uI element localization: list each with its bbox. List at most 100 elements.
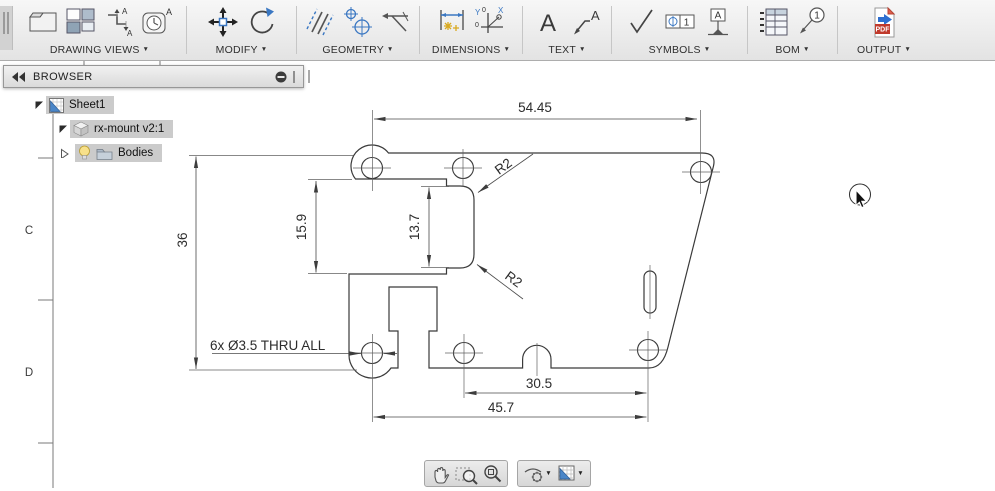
surface-finish-button[interactable] bbox=[624, 4, 660, 40]
part-outline bbox=[348, 144, 715, 379]
detail-view-button[interactable]: A bbox=[139, 4, 175, 40]
pan-button[interactable] bbox=[427, 463, 453, 485]
zoom-button[interactable] bbox=[479, 463, 505, 485]
svg-text:1: 1 bbox=[814, 11, 820, 22]
svg-text:Y: Y bbox=[475, 8, 481, 17]
feature-control-frame-icon: 1 bbox=[665, 14, 694, 29]
toolbar-group-text: A A TEXT▼ bbox=[523, 0, 611, 60]
chevron-down-icon: ▼ bbox=[703, 45, 711, 53]
minimize-panel-icon[interactable] bbox=[275, 71, 287, 83]
ordinate-dimension-icon: Y 0 X 0 bbox=[475, 6, 504, 33]
bom-menu[interactable]: BOM▼ bbox=[775, 44, 810, 56]
drawing-views-menu[interactable]: DRAWING VIEWS▼ bbox=[49, 44, 150, 56]
datum-identifier-button[interactable]: A bbox=[700, 4, 736, 40]
zoom-window-button[interactable] bbox=[453, 463, 479, 485]
navigation-bar: ▼ ▼ bbox=[424, 460, 591, 487]
toolbar-group-output: PDF OUTPUT▼ bbox=[838, 0, 930, 60]
grid-layout-icon bbox=[558, 465, 575, 481]
parallel-geometry-button[interactable] bbox=[302, 4, 338, 40]
browser-header: BROWSER bbox=[3, 65, 304, 88]
center-mark-icon bbox=[344, 7, 372, 37]
svg-text:A: A bbox=[122, 7, 128, 16]
center-mark-button[interactable] bbox=[340, 4, 376, 40]
chevron-down-icon: ▼ bbox=[545, 470, 552, 477]
dim-overall-width[interactable]: 54.45 bbox=[518, 100, 552, 115]
toolbar-group-geometry: GEOMETRY▼ bbox=[297, 0, 419, 60]
base-view-icon bbox=[28, 12, 56, 32]
move-button[interactable] bbox=[205, 4, 241, 40]
dim-hole-spacing-right[interactable]: 30.5 bbox=[526, 376, 552, 391]
collapse-panel-icon[interactable] bbox=[12, 71, 25, 82]
sheet-icon bbox=[49, 97, 64, 113]
balloon-button[interactable]: 1 bbox=[794, 4, 830, 40]
cursor-arrow-icon bbox=[855, 188, 868, 209]
symbols-menu[interactable]: SYMBOLS▼ bbox=[648, 44, 711, 56]
parts-list-icon bbox=[759, 8, 787, 36]
dimension-icon bbox=[440, 10, 464, 31]
expand-arrow-icon[interactable] bbox=[58, 124, 68, 134]
chevron-down-icon: ▼ bbox=[904, 45, 911, 53]
hole-note[interactable]: 6x Ø3.5 THRU ALL bbox=[210, 338, 326, 353]
display-settings-button[interactable]: ▼ bbox=[520, 463, 554, 485]
top-toolbar: A A A DRAWING VIEWS▼ bbox=[0, 0, 995, 61]
visibility-bulb-icon[interactable] bbox=[78, 145, 91, 161]
chevron-down-icon: ▼ bbox=[386, 45, 394, 53]
rotate-button[interactable] bbox=[243, 4, 279, 40]
chevron-down-icon: ▼ bbox=[579, 45, 586, 53]
chevron-down-icon: ▼ bbox=[142, 45, 150, 53]
tree-row-bodies[interactable]: Bodies bbox=[59, 144, 163, 162]
output-pdf-button[interactable]: PDF bbox=[866, 4, 902, 40]
leader-text-icon: A bbox=[574, 8, 600, 35]
dimension-button[interactable] bbox=[434, 4, 470, 40]
svg-text:A: A bbox=[714, 11, 721, 22]
center-marks bbox=[189, 110, 720, 422]
display-settings-icon bbox=[524, 467, 543, 482]
collapsed-arrow-icon[interactable] bbox=[59, 148, 69, 158]
toolbar-group-bom: 1 BOM▼ bbox=[748, 0, 837, 60]
chevron-down-icon: ▼ bbox=[577, 470, 584, 477]
expand-arrow-icon[interactable] bbox=[34, 100, 44, 110]
dimensions-menu[interactable]: DIMENSIONS▼ bbox=[431, 44, 511, 56]
svg-text:A: A bbox=[166, 7, 172, 17]
section-view-button[interactable]: A A bbox=[101, 4, 137, 40]
dimension-lines[interactable] bbox=[193, 116, 697, 420]
move-icon bbox=[207, 7, 238, 37]
folder-icon bbox=[96, 149, 113, 160]
feature-control-frame-button[interactable]: 1 bbox=[662, 4, 698, 40]
toolbar-group-modify: MODIFY▼ bbox=[187, 0, 296, 60]
grid-layout-button[interactable]: ▼ bbox=[554, 463, 588, 485]
sheet-border bbox=[38, 60, 161, 488]
tree-row-component[interactable]: rx-mount v2:1 bbox=[58, 120, 174, 138]
dim-hole-spacing-full[interactable]: 45.7 bbox=[488, 400, 514, 415]
browser-title: BROWSER bbox=[33, 70, 93, 83]
parts-list-button[interactable] bbox=[756, 4, 792, 40]
section-view-icon: A A bbox=[107, 7, 133, 38]
holes bbox=[360, 156, 713, 365]
datum-identifier-icon: A bbox=[707, 8, 728, 36]
dim-fillet-bottom[interactable]: R2 bbox=[502, 268, 525, 290]
panel-grip-icon[interactable] bbox=[293, 70, 295, 83]
dim-notch-opening[interactable]: 15.9 bbox=[294, 214, 309, 240]
edge-extension-button[interactable] bbox=[378, 4, 414, 40]
projected-view-button[interactable] bbox=[63, 4, 99, 40]
pan-hand-icon bbox=[434, 466, 450, 484]
geometry-menu[interactable]: GEOMETRY▼ bbox=[322, 44, 394, 56]
svg-text:0: 0 bbox=[482, 7, 486, 14]
text-icon: A bbox=[540, 10, 556, 37]
base-view-button[interactable] bbox=[25, 4, 61, 40]
panel-edge-grip[interactable] bbox=[308, 70, 310, 83]
dim-overall-height[interactable]: 36 bbox=[175, 232, 190, 247]
dim-fillet-top[interactable]: R2 bbox=[492, 155, 515, 177]
ordinate-dimension-button[interactable]: Y 0 X 0 bbox=[472, 4, 508, 40]
toolbar-grip[interactable] bbox=[0, 6, 13, 50]
output-menu[interactable]: OUTPUT▼ bbox=[856, 44, 911, 56]
text-button[interactable]: A bbox=[530, 4, 566, 40]
text-menu[interactable]: TEXT▼ bbox=[548, 44, 586, 56]
surface-finish-icon bbox=[629, 9, 653, 34]
tree-row-sheet1[interactable]: Sheet1 bbox=[34, 96, 115, 114]
leader-text-button[interactable]: A bbox=[568, 4, 604, 40]
svg-text:0: 0 bbox=[475, 22, 479, 29]
dim-notch-inner[interactable]: 13.7 bbox=[407, 214, 422, 240]
modify-menu[interactable]: MODIFY▼ bbox=[215, 44, 268, 56]
